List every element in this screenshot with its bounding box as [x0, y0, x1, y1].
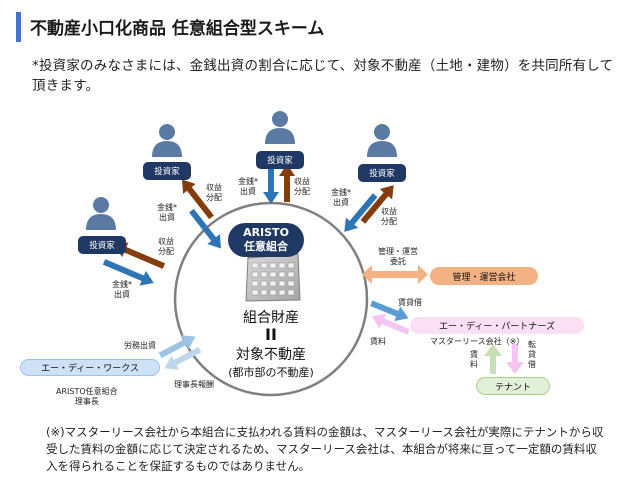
asset-label: 組合財産: [243, 310, 299, 326]
cash-arrow-4: [344, 193, 378, 232]
rent-up-arrow: [484, 344, 502, 374]
return-label-1: 収益分配: [158, 237, 174, 256]
investor-box-2: 投資家: [143, 162, 191, 180]
rent-arrow: [371, 313, 410, 335]
rent-vertical-label: 賃料: [470, 350, 478, 369]
rent-label: 賃料: [370, 337, 386, 346]
return-label-2: 収益分配: [206, 183, 222, 202]
investor-box-1: 投資家: [78, 236, 126, 254]
property-label: 対象不動産: [236, 347, 306, 363]
person-icon-4: [367, 124, 397, 157]
master-lease-company: エー・ディー・パートナーズ: [410, 317, 584, 334]
scheme-diagram: 投資家 投資家 投資家 投資家 金銭*出資 収益分配 金銭*出資 収益分配 金銭…: [0, 100, 638, 410]
lease-label: 賃貸借: [398, 298, 422, 307]
director-label: ARISTO任意組合理事長: [56, 387, 118, 406]
return-arrow-3: [279, 164, 295, 202]
cash-label-2: 金銭*出資: [157, 203, 177, 222]
property-sublabel: (都市部の不動産): [228, 366, 314, 379]
management-arrow: [362, 265, 428, 284]
return-arrow-4: [360, 185, 394, 224]
investor-box-4: 投資家: [358, 164, 406, 182]
cash-arrow-1: [102, 259, 154, 286]
diagram-graphics: [86, 111, 524, 397]
cash-label-4: 金銭*出資: [331, 188, 351, 207]
person-icon-2: [152, 124, 182, 157]
management-company: 管理・運営会社: [430, 267, 538, 285]
lease-arrow: [370, 300, 409, 322]
sublease-vertical-label: 転貸借: [528, 340, 536, 369]
management-flow-label: 管理・運営委託: [378, 247, 418, 266]
investor-box-3: 投資家: [256, 151, 304, 169]
footnote: (※)マスターリース会社から本組合に支払われる賃料の金額は、マスターリース会社が…: [46, 425, 604, 473]
return-label-3: 収益分配: [294, 177, 310, 196]
director-fee-label: 理事長報酬: [174, 380, 214, 389]
cash-arrow-3: [263, 166, 279, 204]
title-accent-bar: [16, 12, 21, 42]
cash-arrow-2: [189, 208, 222, 249]
labor-contribution-label: 労務出資: [124, 341, 156, 350]
tenant-box: テナント: [476, 377, 550, 395]
return-arrow-2: [181, 179, 214, 220]
works-company: エー・ディー・ワークス: [20, 359, 160, 376]
cash-label-1: 金銭*出資: [112, 280, 132, 299]
intro-text: *投資家のみなさまには、金銭出資の割合に応じて、対象不動産（土地・建物）を共同所…: [32, 58, 614, 94]
asset-equals: II: [265, 325, 277, 344]
master-lease-sublabel: マスターリース会社（※）: [430, 337, 525, 346]
person-icon-3: [265, 111, 295, 144]
sublease-down-arrow: [506, 344, 524, 374]
cash-label-3: 金銭*出資: [238, 177, 258, 196]
return-label-4: 収益分配: [381, 207, 397, 226]
page-title: 不動産小口化商品 任意組合型スキーム: [30, 19, 325, 39]
aristo-partnership-badge: ARISTO 任意組合: [228, 223, 304, 257]
labor-arrow: [158, 335, 196, 359]
person-icon-1: [86, 197, 116, 230]
fee-arrow: [164, 346, 202, 370]
